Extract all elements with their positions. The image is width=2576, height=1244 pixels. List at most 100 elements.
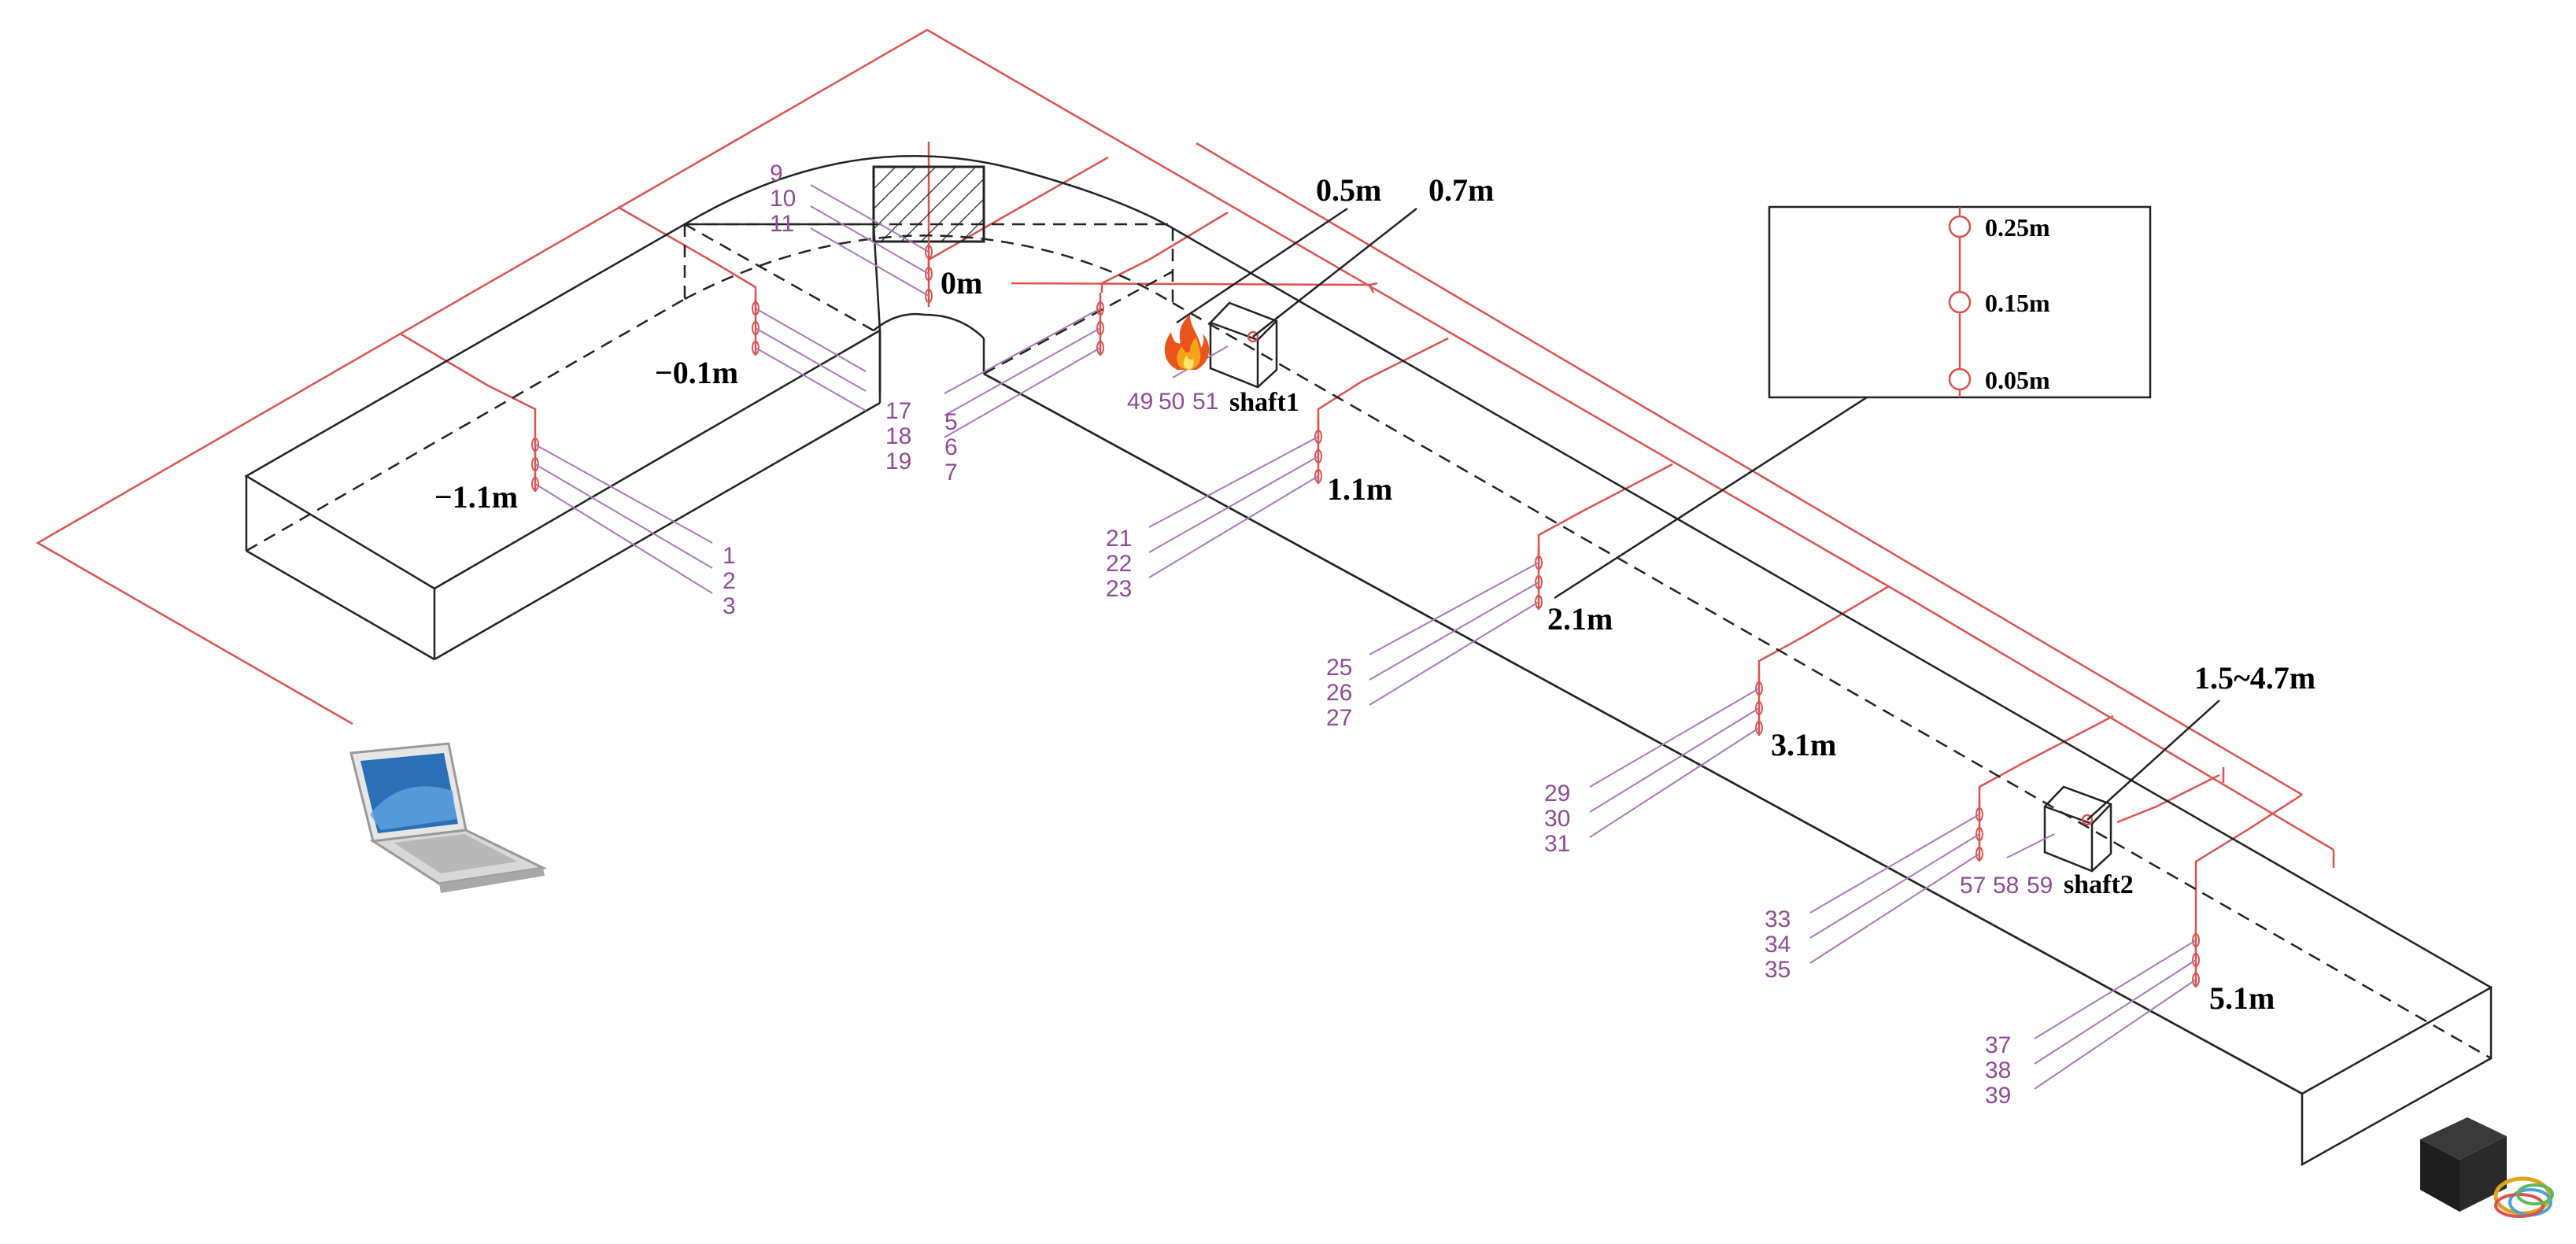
inset-node [1948, 367, 1972, 391]
sensor-number: 33 [1765, 906, 1791, 932]
tunnel-outline [244, 154, 2493, 1167]
wire-branch [2194, 793, 2303, 925]
data-logger-icon [2420, 1117, 2554, 1218]
sensor-number: 21 [1106, 526, 1132, 552]
wire-branch [1757, 585, 1890, 681]
sensor-trees [531, 236, 2200, 987]
sensor-tree [2192, 925, 2200, 987]
sensor-tree [1314, 421, 1322, 484]
position-label: −0.1m [655, 355, 738, 390]
sensor-number: 34 [1765, 932, 1791, 958]
sensor-number: 10 [770, 186, 796, 212]
shaft2-box [2043, 785, 2112, 873]
bend-inner-arc [873, 313, 985, 339]
edge [983, 372, 2303, 1095]
inset-height-2: 0.15m [1985, 289, 2050, 317]
callout-inset [1554, 396, 1868, 600]
position-label: 0.7m [1428, 172, 1494, 208]
wire-branch [1978, 714, 2114, 807]
position-label: 3.1m [1771, 727, 1836, 762]
sensor-number: 51 [1192, 389, 1218, 415]
callout-lines [1176, 207, 2220, 821]
edge [246, 549, 435, 661]
height-inset: 0.25m 0.15m 0.05m [1768, 205, 2152, 399]
sensor-number: 22 [1106, 551, 1132, 577]
callout-0.5m [1176, 207, 1348, 324]
position-label: 2.1m [1547, 601, 1613, 637]
callout-0.7m [1252, 208, 1417, 338]
wire-inner [1196, 142, 2303, 796]
sensor-number: 59 [2027, 873, 2053, 899]
sensor-number: 30 [1544, 806, 1570, 832]
sensor-number: 31 [1544, 831, 1570, 857]
position-label: 1.1m [1327, 471, 1392, 507]
callout-shaft2 [2086, 700, 2220, 821]
sensor-number: 50 [1159, 389, 1185, 415]
wire-branch [1100, 211, 1229, 293]
position-label: 0m [941, 265, 982, 301]
sensor-number: 37 [1985, 1032, 2011, 1058]
position-label: 1.5~4.7m [2194, 660, 2315, 696]
sensor-tree [1096, 293, 1104, 356]
wiring-network [35, 28, 2335, 925]
sensor-number: 25 [1326, 655, 1352, 681]
sensor-number: 35 [1765, 957, 1791, 983]
sensor-number: 9 [770, 161, 783, 186]
wire-branch [1317, 337, 1449, 429]
wire-outer-right [1908, 596, 2334, 851]
inset-node [1948, 215, 1972, 238]
sensor-number: 3 [723, 593, 736, 619]
inset-height-1: 0.25m [1985, 213, 2050, 242]
sensor-number: 23 [1106, 576, 1132, 602]
sensor-number: 1 [723, 543, 736, 569]
right-arm-outer [1172, 227, 2492, 989]
sensor-number: 49 [1127, 389, 1153, 415]
sensor-number: 2 [723, 568, 736, 594]
shaft-label: shaft1 [1229, 388, 1299, 417]
sensor-number: 29 [1544, 781, 1570, 807]
fire-icon [1164, 315, 1210, 370]
position-label: 0.5m [1316, 172, 1381, 208]
edge [434, 401, 881, 661]
sensor-number: 57 [1960, 873, 1986, 899]
sensor-number: 6 [944, 434, 958, 460]
bend-outer-arc [684, 154, 1173, 230]
sensor-tree [1535, 547, 1543, 610]
hidden-edge [983, 270, 1173, 375]
left-arm-top [244, 223, 881, 590]
sensor-numbers: 1 2 3 9 10 11 17 18 19 5 6 7 49 50 51 21… [723, 161, 2053, 1109]
sensor-number: 26 [1326, 680, 1352, 706]
sensor-tree [1975, 799, 1983, 862]
leader-lines [534, 184, 2197, 1090]
sensor-tree [752, 293, 759, 356]
hidden-edge [246, 297, 686, 552]
sensor-number: 11 [770, 211, 794, 237]
sensor-number: 38 [1985, 1058, 2011, 1083]
sensor-number: 58 [1993, 873, 2019, 899]
sensor-number: 7 [944, 460, 958, 485]
sensor-number: 17 [885, 398, 911, 424]
shaft-label: shaft2 [2064, 870, 2134, 899]
sensor-number: 27 [1326, 705, 1352, 731]
sensor-tree [531, 429, 539, 492]
laptop-icon [349, 742, 547, 893]
position-label: −1.1m [434, 479, 518, 515]
position-label: 5.1m [2209, 980, 2275, 1016]
wire-branch [1537, 463, 1673, 555]
wire-outer-left [35, 28, 1909, 725]
sensor-number: 5 [944, 409, 958, 435]
inset-node [1948, 290, 1972, 314]
sensor-tree [1755, 673, 1763, 736]
sensor-number: 19 [885, 449, 911, 474]
hidden-edge [684, 223, 874, 332]
sensor-number: 18 [885, 423, 911, 449]
shaft1-box [1209, 301, 1278, 389]
inset-height-3: 0.05m [1985, 366, 2050, 394]
sensor-number: 39 [1985, 1083, 2011, 1109]
sensor-tree [925, 236, 933, 307]
wire-main [1011, 282, 1370, 286]
hidden-edge [1172, 301, 2492, 1060]
position-labels: −1.1m −0.1m 0m 1.1m 2.1m 3.1m 5.1m 0.5m … [434, 172, 2315, 1016]
wire-branch [401, 333, 537, 429]
